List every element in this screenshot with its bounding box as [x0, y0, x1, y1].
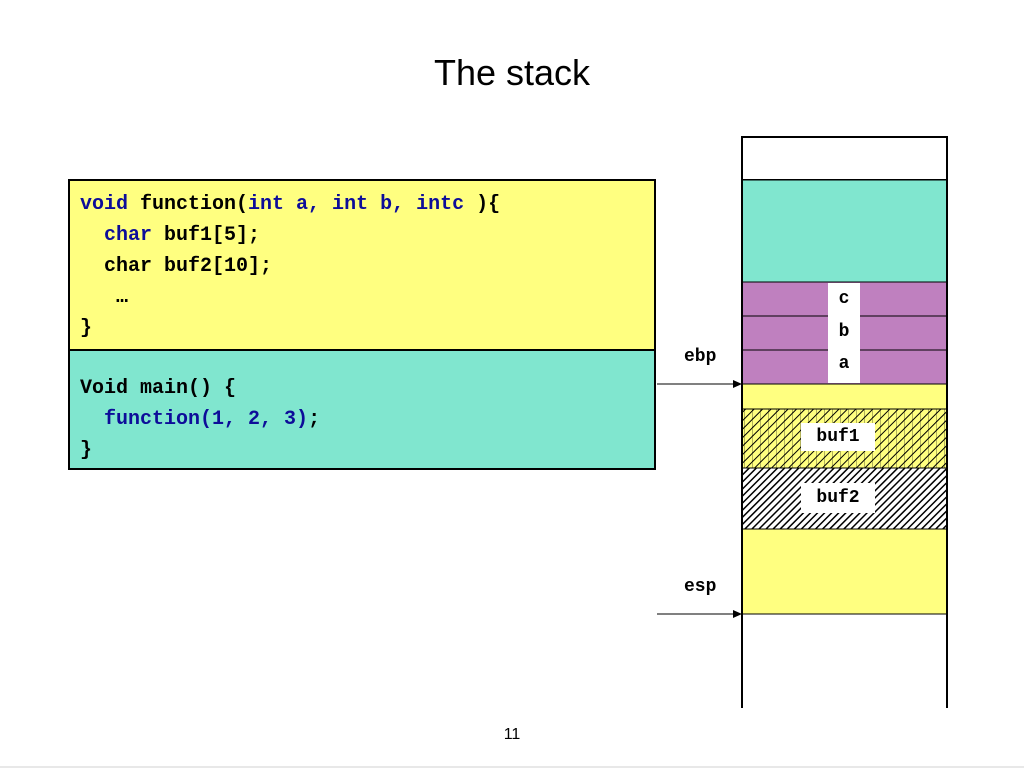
- keyword-char: char: [104, 224, 153, 247]
- function-name: function(: [128, 193, 249, 216]
- param-b-label: b: [838, 322, 850, 342]
- esp-label: esp: [684, 577, 717, 597]
- code-line-5: }: [80, 317, 93, 340]
- code-line-2: char buf1[5];: [80, 220, 644, 251]
- slide-title: The stack: [433, 52, 591, 93]
- page-number: 11: [503, 726, 521, 743]
- ebp-label: ebp: [684, 347, 717, 367]
- main-line-2: function(1, 2, 3);: [80, 404, 644, 435]
- main-line-3: }: [80, 439, 93, 462]
- param-label-strip: [828, 283, 860, 383]
- code-line-4: …: [80, 286, 129, 309]
- buf1-label: buf1: [801, 423, 875, 451]
- footer-divider: [0, 766, 1024, 768]
- buf2-label: buf2: [801, 483, 875, 513]
- caller-frame: [741, 179, 948, 283]
- code-line-1: void function(int a, int b, intc ){: [80, 189, 644, 220]
- function-open-brace: ){: [476, 193, 501, 216]
- function-call: function(1, 2, 3): [104, 408, 309, 431]
- keyword-void: void: [80, 193, 129, 216]
- semicolon: ;: [308, 408, 321, 431]
- main-code-block: Void main() { function(1, 2, 3); }: [68, 349, 656, 470]
- main-line-1: Void main() {: [80, 377, 237, 400]
- param-c-label: c: [838, 289, 850, 309]
- stack-top-cell: [741, 136, 948, 181]
- function-params: int a, int b, intc: [248, 193, 477, 216]
- lower-cell: [741, 528, 948, 615]
- function-code-block: void function(int a, int b, intc ){ char…: [68, 179, 656, 351]
- code-line-3: char buf2[10];: [80, 255, 273, 278]
- buf1-decl: buf1[5];: [152, 224, 261, 247]
- param-a-label: a: [838, 354, 850, 374]
- saved-ebp-cell: [741, 383, 948, 410]
